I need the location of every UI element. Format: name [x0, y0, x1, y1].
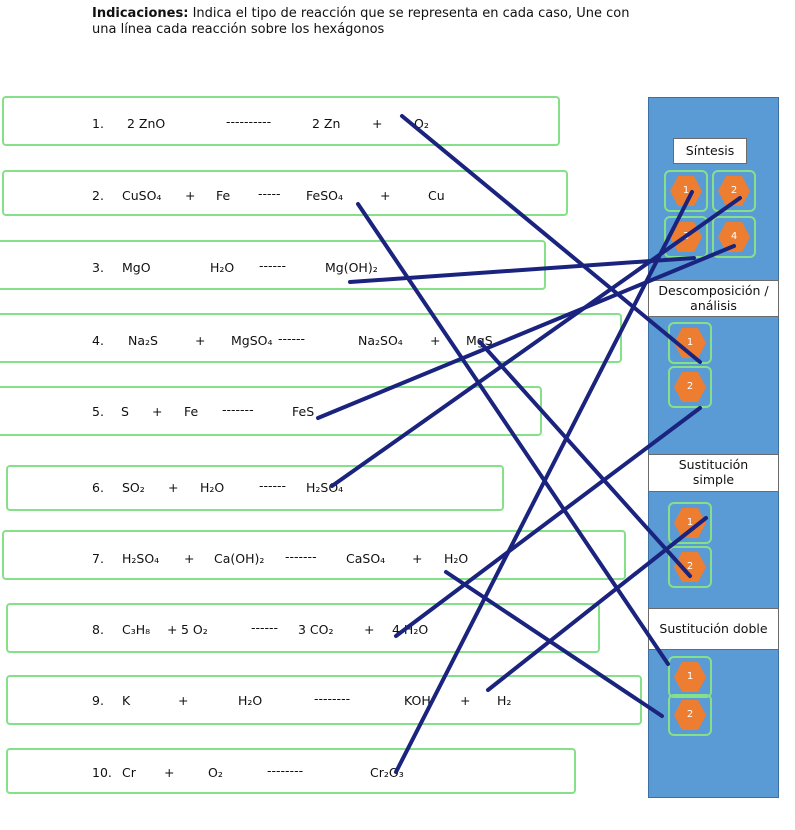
- reaction-row-8[interactable]: [6, 603, 600, 653]
- r3-p2: ------: [259, 258, 287, 273]
- hex-sustitucion-doble-2[interactable]: 2: [668, 694, 712, 736]
- r7-p3: -------: [285, 549, 317, 564]
- r8-num: 8.: [92, 622, 104, 637]
- instructions-line1: Indica el tipo de reacción que se repres…: [188, 6, 630, 21]
- connector-line: [394, 406, 702, 638]
- r7-p5: +: [412, 551, 423, 566]
- r8-p0: C₃H₈: [122, 622, 151, 637]
- reaction-row-3[interactable]: [0, 240, 546, 290]
- r2-num: 2.: [92, 188, 104, 203]
- instructions-line2: una línea cada reacción sobre los hexágo…: [92, 22, 385, 37]
- r4-p2: MgSO₄: [231, 333, 273, 348]
- r5-p3: -------: [222, 402, 254, 417]
- connector-line: [400, 114, 702, 364]
- connector-line: [316, 244, 736, 420]
- r6-p1: +: [168, 480, 179, 495]
- r8-p4: 3 CO₂: [298, 622, 334, 637]
- r7-p0: H₂SO₄: [122, 551, 160, 566]
- r5-p2: Fe: [184, 404, 199, 419]
- r10-p2: O₂: [208, 765, 223, 780]
- reaction-row-1[interactable]: [2, 96, 560, 146]
- r8-p2: 5 O₂: [181, 622, 208, 637]
- r6-p3: ------: [259, 478, 287, 493]
- r10-p0: Cr: [122, 765, 136, 780]
- r7-num: 7.: [92, 551, 104, 566]
- r9-p2: H₂O: [238, 693, 263, 708]
- r8-p1: +: [167, 622, 178, 637]
- connector-line: [444, 570, 664, 718]
- r2-p2: Fe: [216, 188, 231, 203]
- r5-p1: +: [152, 404, 163, 419]
- r3-p0: MgO: [122, 260, 151, 275]
- reaction-row-5[interactable]: [0, 386, 542, 436]
- r6-p2: H₂O: [200, 480, 225, 495]
- connector-line: [394, 190, 694, 774]
- r1-reactant: 2 ZnO: [127, 116, 166, 131]
- connector-line: [486, 516, 708, 692]
- r4-p3: ------: [278, 331, 306, 346]
- connector-line: [478, 340, 692, 578]
- r7-p2: Ca(OH)₂: [214, 551, 265, 566]
- instructions: Indicaciones: Indica el tipo de reacción…: [92, 6, 712, 38]
- hex-descomposicion-2[interactable]: 2: [668, 366, 712, 408]
- r2-p5: +: [380, 188, 391, 203]
- r4-p0: Na₂S: [128, 333, 158, 348]
- r9-p1: +: [178, 693, 189, 708]
- r10-num: 10.: [92, 765, 112, 780]
- r4-p4: Na₂SO₄: [358, 333, 403, 348]
- r5-p4: FeS: [292, 404, 315, 419]
- r9-p0: K: [122, 693, 131, 708]
- r5-p0: S: [121, 404, 129, 419]
- reaction-row-10[interactable]: [6, 748, 576, 794]
- r3-p3: Mg(OH)₂: [325, 260, 378, 275]
- label-sustitucion-doble: Sustitución doble: [648, 608, 779, 650]
- r7-p6: H₂O: [444, 551, 469, 566]
- r9-p3: --------: [314, 691, 351, 706]
- r9-p6: H₂: [497, 693, 512, 708]
- r9-num: 9.: [92, 693, 104, 708]
- label-descomposicion: Descomposición / análisis: [648, 280, 779, 317]
- hex-sustitucion-doble-1[interactable]: 1: [668, 656, 712, 698]
- reaction-row-6[interactable]: [6, 465, 504, 511]
- r7-p4: CaSO₄: [346, 551, 386, 566]
- r4-p1: +: [195, 333, 206, 348]
- r3-num: 3.: [92, 260, 104, 275]
- instructions-bold: Indicaciones:: [92, 6, 189, 21]
- r2-p0: CuSO₄: [122, 188, 162, 203]
- reaction-row-7[interactable]: [2, 530, 626, 580]
- r1-arrow: ----------: [226, 114, 272, 129]
- r6-p0: SO₂: [122, 480, 145, 495]
- r10-p3: --------: [267, 763, 304, 778]
- r2-p6: Cu: [428, 188, 445, 203]
- label-sustitucion-simple: Sustitución simple: [648, 454, 779, 492]
- r5-num: 5.: [92, 404, 104, 419]
- label-sintesis: Síntesis: [673, 138, 747, 164]
- r10-p4: Cr₂O₃: [370, 765, 404, 780]
- r1-plus: +: [372, 116, 383, 131]
- r2-p3: -----: [258, 186, 281, 201]
- connector-line: [330, 196, 742, 488]
- r6-num: 6.: [92, 480, 104, 495]
- r1-product-1: 2 Zn: [312, 116, 341, 131]
- reaction-row-9[interactable]: [6, 675, 642, 725]
- connector-line: [348, 256, 696, 284]
- r2-p1: +: [185, 188, 196, 203]
- r8-p3: ------: [251, 620, 279, 635]
- r2-p4: FeSO₄: [306, 188, 343, 203]
- r4-p5: +: [430, 333, 441, 348]
- r3-p1: H₂O: [210, 260, 235, 275]
- r9-p4: KOH: [404, 693, 431, 708]
- r8-p5: +: [364, 622, 375, 637]
- r4-num: 4.: [92, 333, 104, 348]
- r1-num: 1.: [92, 116, 104, 131]
- r10-p1: +: [164, 765, 175, 780]
- r9-p5: +: [460, 693, 471, 708]
- r7-p1: +: [184, 551, 195, 566]
